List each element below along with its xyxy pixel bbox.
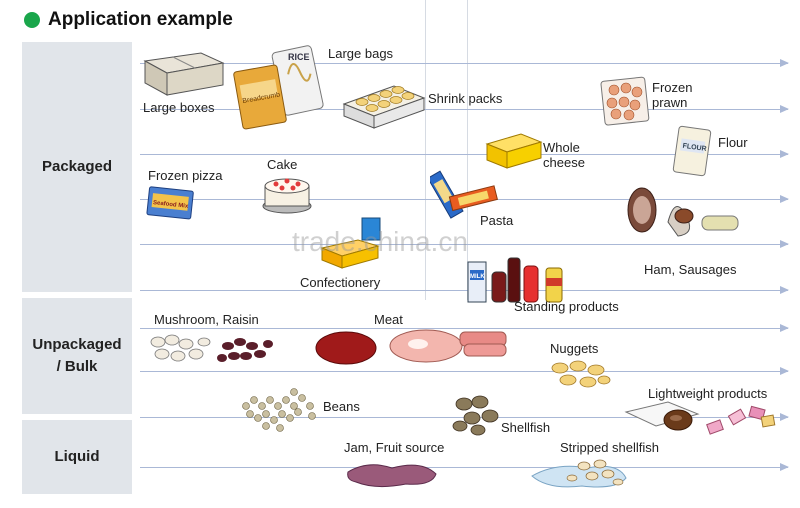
item-label-flour: Flour [718,135,748,150]
item-label-confectionery: Confectionery [300,275,381,290]
item-label-stripped-shellfish: Stripped shellfish [560,440,659,455]
mushroom-raisin-illustration [150,334,273,362]
whole-cheese-illustration [485,133,543,169]
cake-illustration [262,178,312,214]
item-label-whole-cheese: Whole cheese [543,140,585,170]
category-packaged-label: Packaged [41,158,113,175]
pizza-box-text: Seafood Mix [153,200,189,210]
flow-arrow [140,324,789,332]
item-label-jam-fruit-source: Jam, Fruit source [344,440,445,455]
flow-arrow [140,286,789,294]
standing-products-illustration: MILK [467,257,563,303]
watermark: trade.china.cn [292,226,468,257]
frozen-pizza-illustration: Seafood Mix [146,186,194,220]
flour-bag-text: FLOUR [682,143,707,153]
lightweight-products-illustration [624,401,776,435]
item-label-standing-products: Standing products [514,299,619,314]
item-label-beans: Beans [323,399,360,414]
flour-bag-illustration: FLOUR [672,125,712,177]
beans-illustration [242,388,316,432]
category-liquid-label: Liquid [54,448,100,465]
item-label-meat: Meat [374,312,403,327]
meat-illustration [315,329,507,365]
milk-carton-text: MILK [470,274,485,280]
jam-illustration [347,464,437,488]
category-unpackaged: Unpackaged / Bulk [22,298,132,414]
large-box-illustration [143,52,225,96]
large-bags-illustration: RICE Breadcrumb [233,45,324,130]
item-label-lightweight-products: Lightweight products [648,386,768,401]
title-bullet-icon [24,12,40,28]
ham-sausages-illustration [627,187,739,237]
background-line [425,0,426,300]
stripped-shellfish-illustration [531,459,627,488]
frozen-prawn-illustration [600,76,650,126]
item-label-shrink-packs: Shrink packs [428,91,503,106]
item-label-frozen-prawn: Frozen prawn [652,80,693,110]
category-liquid: Liquid [22,420,132,494]
item-label-shellfish: Shellfish [501,420,551,435]
item-label-ham-sausages: Ham, Sausages [644,262,737,277]
item-label-cake: Cake [267,157,298,172]
item-label-large-bags: Large bags [328,46,394,61]
flow-arrow [140,240,789,248]
shrink-pack-illustration [342,85,426,129]
item-label-nuggets: Nuggets [550,341,599,356]
rice-bag-text: RICE [288,52,310,62]
item-label-mushroom-raisin: Mushroom, Raisin [154,312,259,327]
item-label-frozen-pizza: Frozen pizza [148,168,223,183]
item-label-large-boxes: Large boxes [143,100,215,115]
shellfish-illustration [452,395,499,436]
background-line [467,0,468,300]
item-label-pasta: Pasta [480,213,514,228]
nuggets-illustration [551,360,611,388]
confectionery-illustration [320,217,381,269]
category-packaged: Packaged [22,42,132,292]
category-unpackaged-label: Unpackaged / Bulk [32,336,122,375]
pasta-illustration [430,170,499,219]
flow-arrow [140,105,789,113]
flow-arrow [140,463,789,471]
flow-arrow [140,59,789,67]
flow-arrow [140,367,789,375]
page-title: Application example [48,9,233,30]
flow-arrow [140,150,789,158]
